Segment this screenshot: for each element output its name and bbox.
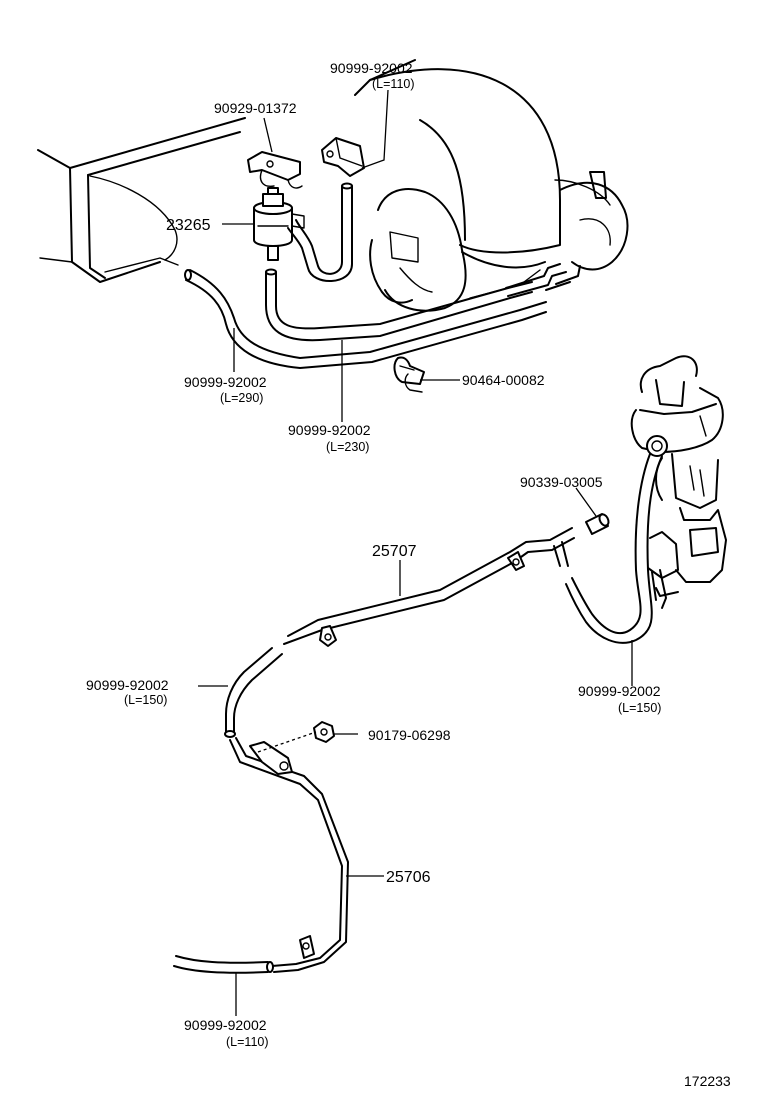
hose-plug	[585, 513, 610, 535]
label-nut-part: 90179-06298	[368, 727, 451, 743]
hose-clip	[393, 356, 425, 393]
pipe-25706	[229, 737, 349, 973]
label-clamp-part: 90929-01372	[214, 100, 297, 116]
mounting-bracket	[321, 137, 365, 177]
hose-150-right	[565, 453, 667, 644]
label-pipe-upper-part: 25707	[372, 543, 417, 560]
label-hose-150-right-part: 90999-92002	[578, 683, 661, 699]
label-hose-290-length: (L=290)	[220, 391, 263, 405]
label-hose-150-left-length: (L=150)	[124, 693, 167, 707]
label-hose-150-right-length: (L=150)	[618, 701, 661, 715]
vacuum-switching-valve	[253, 187, 305, 261]
leader-lines	[198, 89, 633, 1016]
label-hose-110-bottom-part: 90999-92002	[184, 1017, 267, 1033]
hose-110-top	[287, 182, 353, 282]
label-hose-230-length: (L=230)	[326, 440, 369, 454]
label-hose-150-left-part: 90999-92002	[86, 677, 169, 693]
label-hose-230-part: 90999-92002	[288, 422, 371, 438]
egr-valve-assembly	[630, 355, 727, 597]
hose-110-bottom	[173, 955, 274, 974]
pipe-25707	[283, 527, 575, 647]
hose-150-left	[224, 647, 283, 738]
hose-230	[265, 268, 533, 342]
label-clip-part: 90464-00082	[462, 372, 545, 388]
engine-outline	[37, 59, 629, 312]
pipe-connectors-top	[505, 263, 581, 297]
label-plug-part: 90339-03005	[520, 474, 603, 490]
label-vsv-part: 23265	[166, 217, 211, 234]
label-pipe-lower-part: 25706	[386, 869, 431, 886]
figure-number: 172233	[684, 1073, 731, 1089]
label-hose-110-top-length: (L=110)	[372, 77, 415, 91]
nut	[313, 721, 335, 743]
label-hose-290-part: 90999-92002	[184, 374, 267, 390]
clamp-bracket	[247, 151, 303, 189]
hose-290	[184, 269, 547, 369]
part-labels: 90999-92002 (L=110) 90929-01372 23265 90…	[86, 60, 731, 1089]
label-hose-110-bottom-length: (L=110)	[226, 1035, 269, 1049]
label-hose-110-top-part: 90999-92002	[330, 60, 413, 76]
